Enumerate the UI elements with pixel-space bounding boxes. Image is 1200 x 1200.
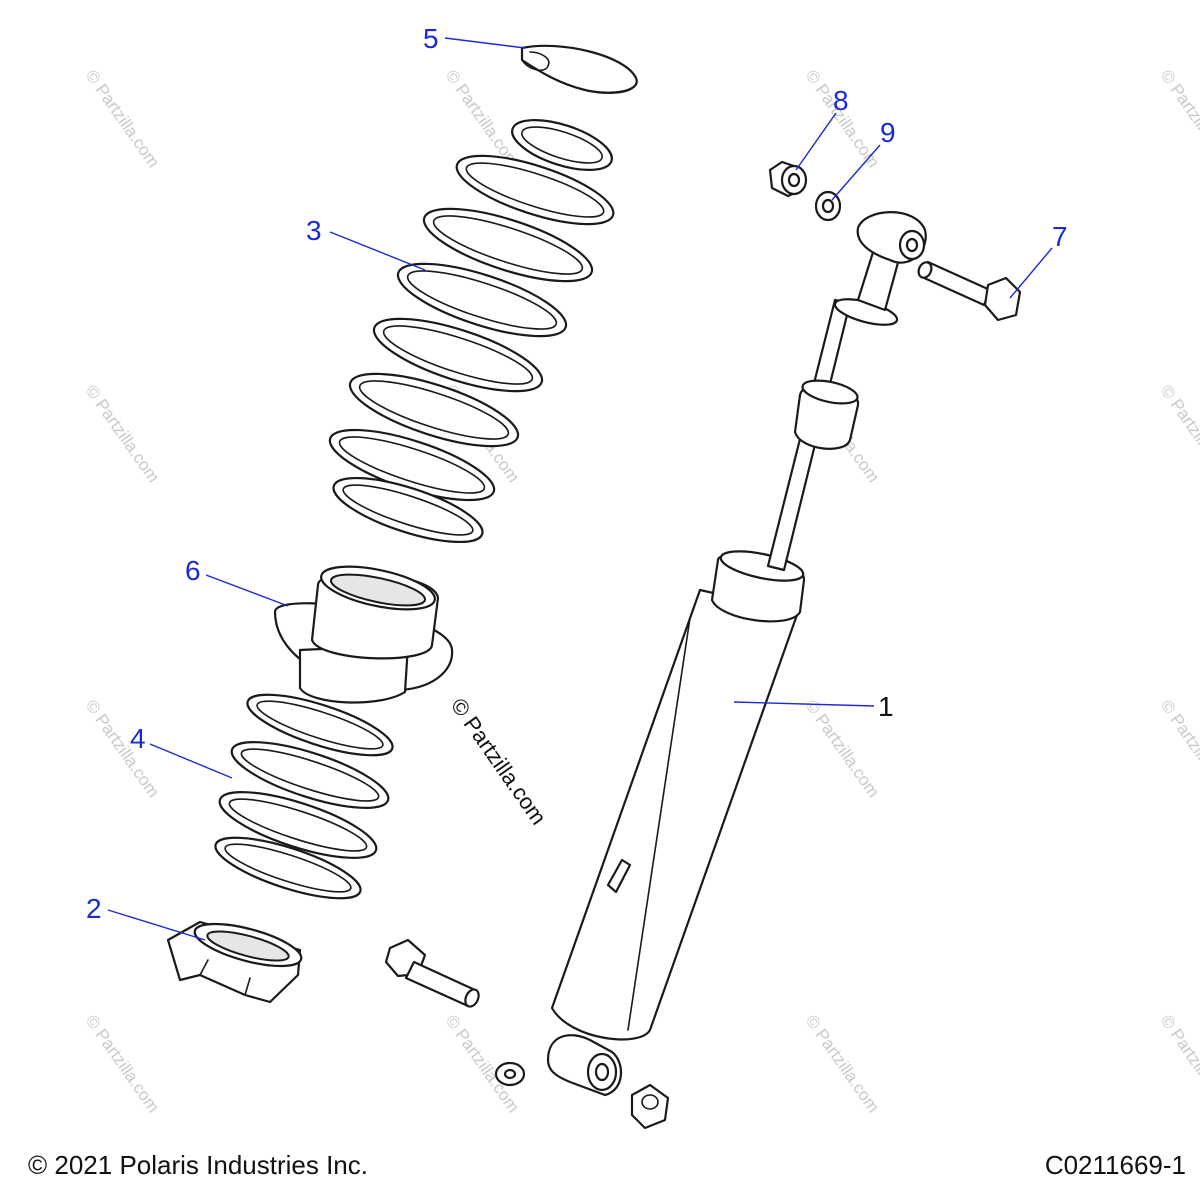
leader-lines <box>107 37 1053 941</box>
leader-6 <box>205 574 289 607</box>
callout-2: 2 <box>86 893 102 924</box>
watermark: © Partzilla.com <box>82 696 163 801</box>
leader-5 <box>444 37 526 49</box>
leader-8 <box>795 112 837 171</box>
watermark: © Partzilla.com <box>82 1011 163 1116</box>
part-7-bolt <box>917 260 1022 322</box>
callout-9: 9 <box>880 117 896 148</box>
callout-3: 3 <box>306 215 322 246</box>
part-1-shock-absorber <box>546 211 927 1097</box>
part-2-lower-seat <box>166 920 303 1004</box>
watermark: © Partzilla.com <box>82 381 163 486</box>
part-5-spring-seat <box>520 44 638 94</box>
watermark: © Partzilla.com <box>802 696 883 801</box>
drawing-number: C0211669-1 <box>1044 1150 1186 1180</box>
watermark: © Partzilla.com <box>1157 696 1200 801</box>
part-9-washer <box>814 190 842 222</box>
watermark: © Partzilla.com <box>1157 66 1200 171</box>
center-watermark: © Partzilla.com <box>446 694 552 830</box>
callout-labels: 1 2 3 4 5 6 7 8 9 <box>86 23 1068 924</box>
leader-3 <box>329 231 426 271</box>
leader-4 <box>149 743 233 779</box>
part-6-spring-adapter <box>273 565 454 704</box>
watermark: © Partzilla.com <box>1157 1011 1200 1116</box>
leader-1 <box>733 701 875 707</box>
callout-1: 1 <box>878 691 894 722</box>
watermark: © Partzilla.com <box>82 66 163 171</box>
watermark: © Partzilla.com <box>802 1011 883 1116</box>
callout-8: 8 <box>833 85 849 116</box>
callout-7: 7 <box>1052 221 1068 252</box>
watermark: © Partzilla.com <box>1157 381 1200 486</box>
part-4-secondary-spring <box>214 693 394 900</box>
copyright-notice: © 2021 Polaris Industries Inc. <box>28 1150 368 1180</box>
lower-mount-hardware <box>384 938 670 1130</box>
part-3-main-spring <box>328 118 615 544</box>
part-8-nut <box>768 160 808 198</box>
leader-2 <box>107 909 206 941</box>
leader-9 <box>831 144 881 201</box>
callout-5: 5 <box>423 23 439 54</box>
leader-7 <box>1009 247 1053 299</box>
callout-6: 6 <box>185 555 201 586</box>
callout-4: 4 <box>130 723 146 754</box>
